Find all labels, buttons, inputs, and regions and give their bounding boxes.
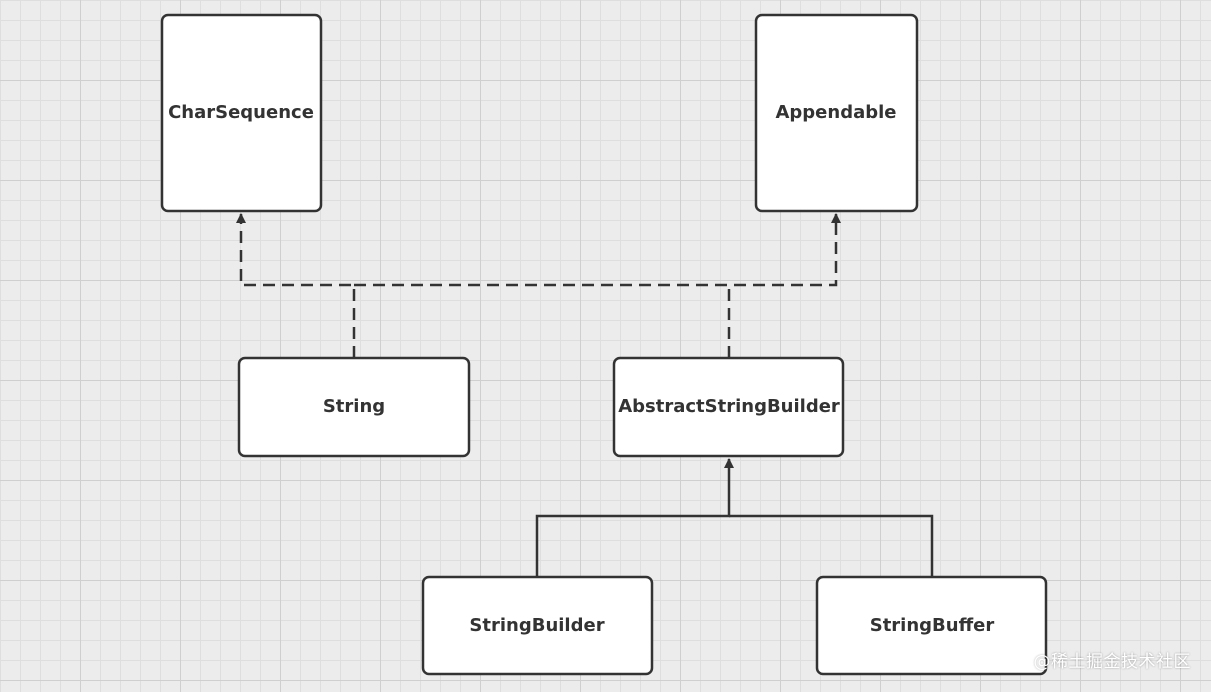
node-appendable-label: Appendable: [775, 102, 896, 123]
node-charsequence-label: CharSequence: [168, 102, 314, 123]
edge-stringbuilder-to-abstractstringbuilder: [535, 458, 734, 577]
watermark: @稀土掘金技术社区: [1033, 652, 1191, 672]
node-abstractstringbuilder[interactable]: AbstractStringBuilder: [612, 356, 845, 458]
node-string-label: String: [323, 396, 385, 417]
node-stringbuffer[interactable]: StringBuffer: [815, 575, 1048, 676]
node-charsequence[interactable]: CharSequence: [160, 13, 323, 213]
edge-string-to-charsequence: [236, 213, 356, 358]
node-stringbuilder-label: StringBuilder: [469, 615, 604, 636]
node-stringbuffer-label: StringBuffer: [870, 615, 995, 636]
node-abstractstringbuilder-label: AbstractStringBuilder: [618, 396, 840, 417]
edge-stringbuffer-to-abstractstringbuilder: [729, 514, 934, 577]
realization-edges: [236, 213, 841, 358]
node-appendable[interactable]: Appendable: [754, 13, 919, 213]
inheritance-edges: [535, 458, 934, 577]
node-string[interactable]: String: [237, 356, 471, 458]
edge-string-to-appendable: [354, 213, 841, 287]
node-stringbuilder[interactable]: StringBuilder: [421, 575, 654, 676]
